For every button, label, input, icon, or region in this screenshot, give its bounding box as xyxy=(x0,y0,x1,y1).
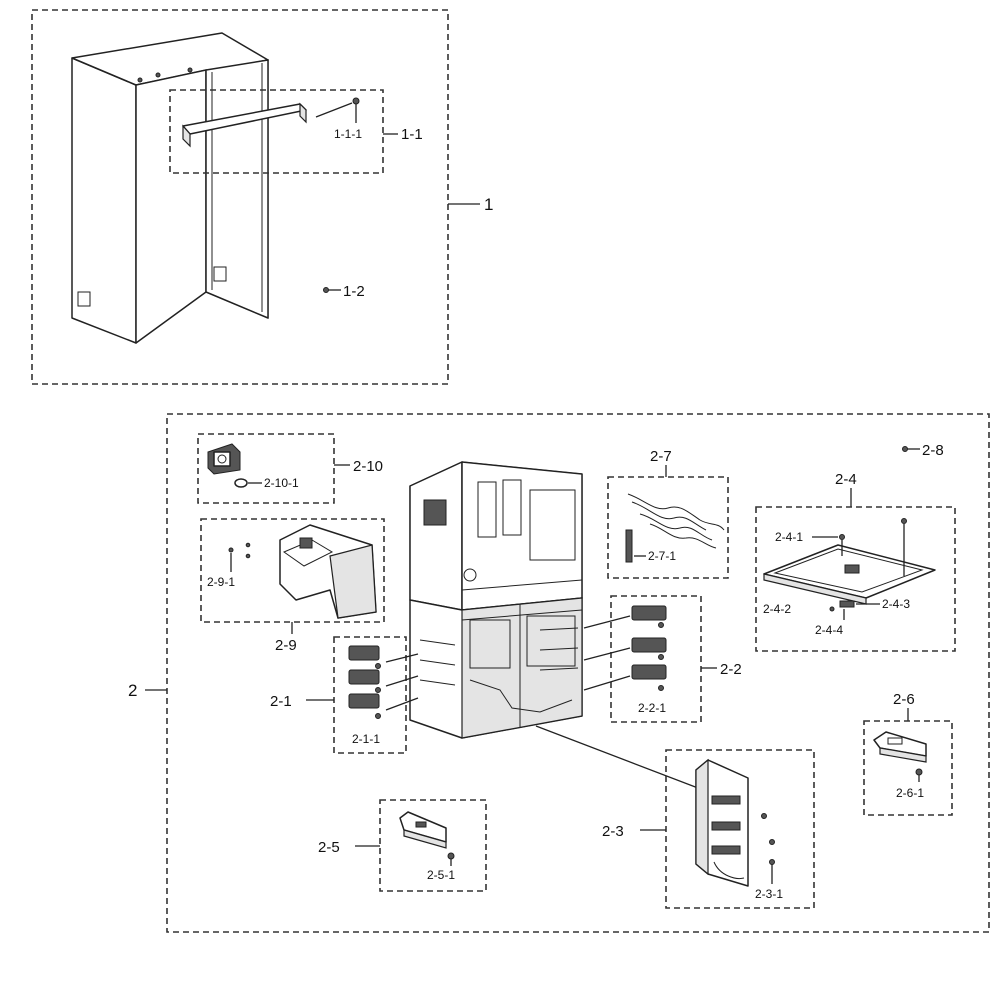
label-2-1: 2-1 xyxy=(270,693,292,710)
group-2-6-box xyxy=(863,720,953,816)
part-2-4-3-bracket xyxy=(839,600,855,608)
label-2-10: 2-10 xyxy=(353,458,383,475)
label-2-3: 2-3 xyxy=(602,823,624,840)
screw-2-8 xyxy=(902,446,908,452)
part-2-9-duct xyxy=(279,524,377,619)
screw-2-3-1b xyxy=(769,839,775,845)
label-2-4: 2-4 xyxy=(835,471,857,488)
screw-2-5-1 xyxy=(447,852,455,860)
label-2-4-3: 2-4-3 xyxy=(882,597,910,611)
screw-2-9-1b xyxy=(245,542,251,548)
cabinet-shell xyxy=(71,32,269,344)
screw-2-4-1b xyxy=(901,518,907,576)
part-2-3-evaporator-cover xyxy=(695,758,749,887)
screw-2-3-1a xyxy=(761,813,767,819)
group-2-4-box xyxy=(755,506,956,652)
label-1-2: 1-2 xyxy=(343,283,365,300)
group-2-7-box xyxy=(607,476,729,579)
label-2: 2 xyxy=(128,681,137,700)
label-2-8: 2-8 xyxy=(922,442,944,459)
screw-1-1-1 xyxy=(352,97,360,123)
leader-2-3-to-liner xyxy=(535,725,699,789)
group-1-box xyxy=(31,9,449,385)
part-2-10-1-ring xyxy=(234,478,248,488)
group-2-1-box xyxy=(333,636,407,754)
part-2-4-cover-panel xyxy=(763,544,936,605)
label-2-7: 2-7 xyxy=(650,448,672,465)
label-2-5: 2-5 xyxy=(318,839,340,856)
label-2-6-1: 2-6-1 xyxy=(896,786,924,800)
label-2-3-1: 2-3-1 xyxy=(755,887,783,901)
group-2-5-box xyxy=(379,799,487,892)
group-1-1-box xyxy=(169,89,384,174)
group-2-10-box xyxy=(197,433,335,504)
group-2-9-box xyxy=(200,518,385,623)
label-2-4-4: 2-4-4 xyxy=(815,623,843,637)
part-2-7-wire-harness xyxy=(625,493,725,563)
label-2-9: 2-9 xyxy=(275,637,297,654)
label-1-1-1: 1-1-1 xyxy=(334,127,362,141)
part-2-4-2-screw xyxy=(829,606,835,612)
label-2-7-1: 2-7-1 xyxy=(648,549,676,563)
inner-liner-assembly xyxy=(409,461,583,739)
label-2-1-1: 2-1-1 xyxy=(352,732,380,746)
group-2-2-box xyxy=(610,595,702,723)
label-2-4-2: 2-4-2 xyxy=(763,602,791,616)
screw-2-6-1 xyxy=(915,768,923,776)
screw-2-4-1 xyxy=(839,534,845,556)
part-2-1-rails xyxy=(348,645,381,719)
group-1-cabinet: 1-1-1 1-1 1-2 1 xyxy=(31,9,493,385)
cabinet-brace-bar xyxy=(182,102,307,148)
screw-2-3-1c xyxy=(769,859,775,865)
part-2-6-bracket xyxy=(873,731,927,763)
label-2-10-1: 2-10-1 xyxy=(264,476,299,490)
group-2-box xyxy=(166,413,990,933)
screw-2-9-1a xyxy=(228,547,234,553)
group-2-3-box xyxy=(665,749,815,909)
label-2-5-1: 2-5-1 xyxy=(427,868,455,882)
label-2-2-1: 2-2-1 xyxy=(638,701,666,715)
label-2-2: 2-2 xyxy=(720,661,742,678)
label-2-4-1: 2-4-1 xyxy=(775,530,803,544)
screw-2-9-1c xyxy=(245,553,251,559)
part-2-10-damper xyxy=(207,443,241,475)
group-2-inner-case: 2 xyxy=(128,413,990,933)
label-1: 1 xyxy=(484,195,493,214)
screw-1-2 xyxy=(323,287,329,293)
label-2-9-1: 2-9-1 xyxy=(207,575,235,589)
label-2-6: 2-6 xyxy=(893,691,915,708)
part-2-2-rails xyxy=(631,605,667,691)
label-1-1: 1-1 xyxy=(401,126,423,143)
part-2-5-cover xyxy=(399,811,447,849)
